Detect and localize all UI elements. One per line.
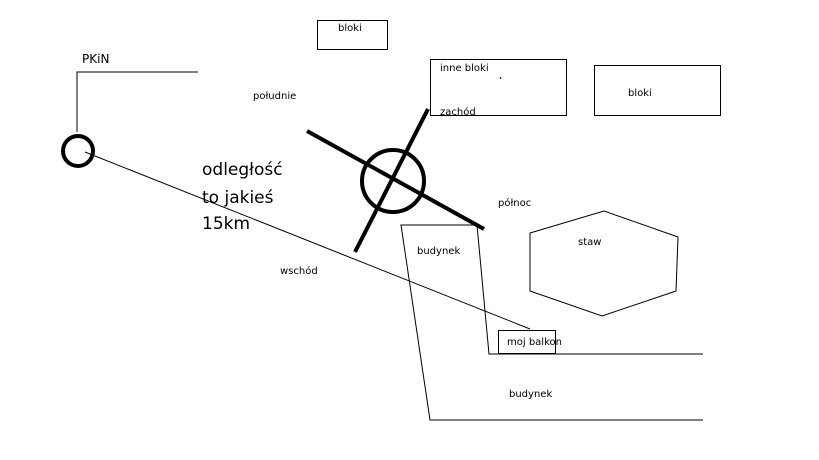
sight-line [84,151,531,330]
compass-circle [360,148,426,214]
bloki-top-label: bloki [338,23,362,34]
bloki-right-label: bloki [628,88,652,99]
staw-hexagon [529,210,679,317]
pkin-circle [61,134,95,168]
staw-label: staw [578,237,602,248]
compass-line-b [353,108,430,253]
poludnie-label: południe [253,91,297,102]
pkin-label: PKiN [82,52,110,66]
bloki-right-box [594,65,721,116]
zachod-label: zachód [440,107,476,118]
inne-bloki-box [430,59,567,116]
budynek-label-1: budynek [417,246,461,257]
distance-note-line2: to jakieś [202,188,274,208]
stray-mark [499,76,502,80]
moj-balkon-label: moj balkon [507,337,562,348]
inne-bloki-label: inne bloki [440,63,489,74]
wschod-label: wschód [280,266,318,277]
distance-note-line1: odległość [202,160,283,180]
moj-balkon-box [498,330,556,354]
pkin-bracket [76,71,198,132]
bloki-top-box [317,20,388,50]
compass-line-a [306,129,485,231]
distance-note-line3: 15km [202,214,251,234]
polnoc-label: północ [498,198,532,209]
budynek-label-2: budynek [509,389,553,400]
